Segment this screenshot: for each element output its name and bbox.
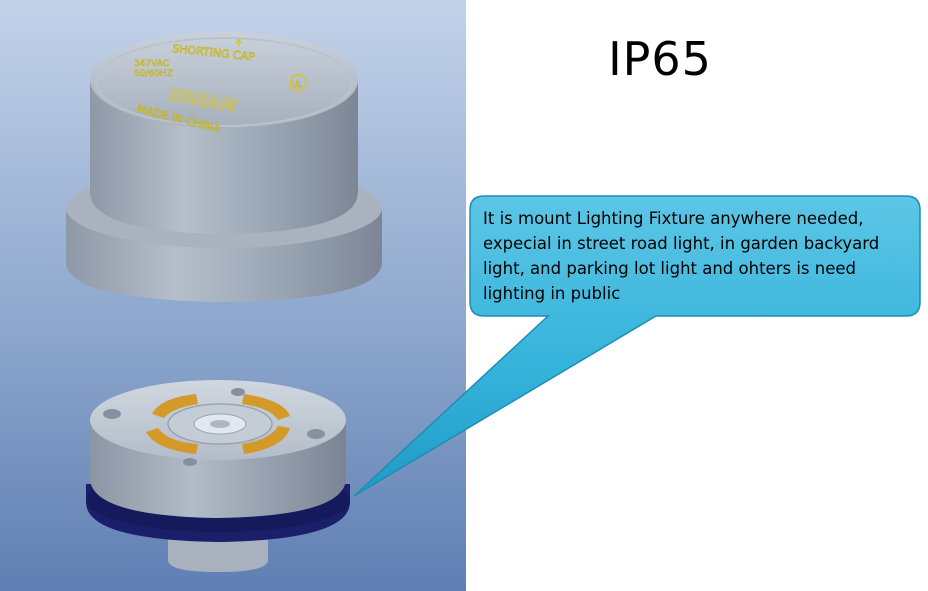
marking-rating: 347VAC <box>134 59 169 69</box>
shorting-cap-illustration: SHORTING CAP 347VAC 50/60HZ DREAM MADE I… <box>66 32 382 572</box>
cert-mark-icon <box>289 74 307 92</box>
marking-arrow-icon <box>235 37 243 47</box>
marking-rating2: 50/60HZ <box>134 69 173 79</box>
product-render: SHORTING CAP 347VAC 50/60HZ DREAM MADE I… <box>0 0 466 591</box>
base-plug <box>86 380 350 572</box>
contact-pads <box>146 394 290 454</box>
cap-body <box>66 32 382 302</box>
callout-text: It is mount Lighting Fixture anywhere ne… <box>483 206 923 306</box>
page-title: IP65 <box>608 32 712 86</box>
callout-line-1: It is mount Lighting Fixture anywhere ne… <box>483 209 864 228</box>
marking-cert: UL <box>292 80 303 89</box>
callout-line-4: lighting in public <box>483 284 621 303</box>
callout-line-3: light, and parking lot light and ohters … <box>483 259 856 278</box>
callout-line-2: expecial in street road light, in garden… <box>483 234 880 253</box>
